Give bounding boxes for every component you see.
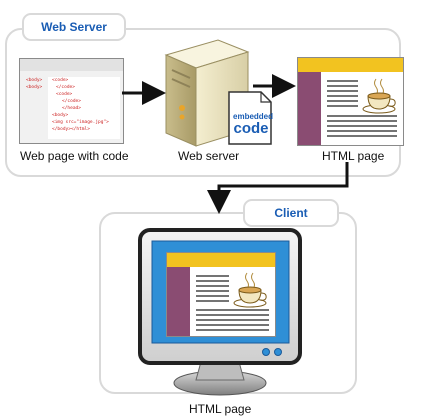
- source-code-page: <body> <body> <code> </code> <code> </co…: [19, 58, 124, 144]
- page-sidebar: [167, 267, 190, 336]
- page-header-bar: [298, 58, 403, 72]
- source-page-code-block: <code> </code> <code> </code> </head> <b…: [48, 77, 120, 139]
- page-sidebar: [298, 72, 321, 145]
- code-tag: </code>: [56, 85, 75, 90]
- code-tag: <body>: [52, 113, 69, 118]
- page-text-lines: [196, 275, 269, 331]
- client-html-page: [166, 252, 276, 337]
- page-text-lines: [327, 80, 397, 137]
- code-tag: <img src="image.jpg">: [52, 120, 109, 125]
- html-page-output: [297, 57, 404, 146]
- coffee-cup-icon: [233, 272, 267, 308]
- code-tag: <body>: [26, 85, 43, 90]
- source-page-header: [20, 59, 123, 71]
- code-tag: </head>: [62, 106, 81, 111]
- code-tag: </body></html>: [52, 127, 90, 132]
- arrow-html-to-client: [207, 162, 349, 214]
- server-caption: Web server: [178, 149, 240, 163]
- code-tag: <code>: [56, 92, 73, 97]
- source-page-caption: Web page with code: [20, 149, 129, 163]
- code-tag: <code>: [52, 78, 69, 83]
- page-header-bar: [167, 253, 275, 267]
- client-page-caption: HTML page: [189, 402, 252, 416]
- source-page-left-column: <body> <body>: [26, 77, 46, 131]
- web-server-label: Web Server: [22, 13, 126, 41]
- coffee-cup-icon: [362, 78, 396, 114]
- code-label: code: [233, 120, 269, 137]
- html-page-caption: HTML page: [322, 149, 385, 163]
- client-label: Client: [243, 199, 339, 227]
- embedded-label: embedded: [233, 112, 274, 121]
- code-tag: <body>: [26, 78, 43, 83]
- code-tag: </code>: [62, 99, 81, 104]
